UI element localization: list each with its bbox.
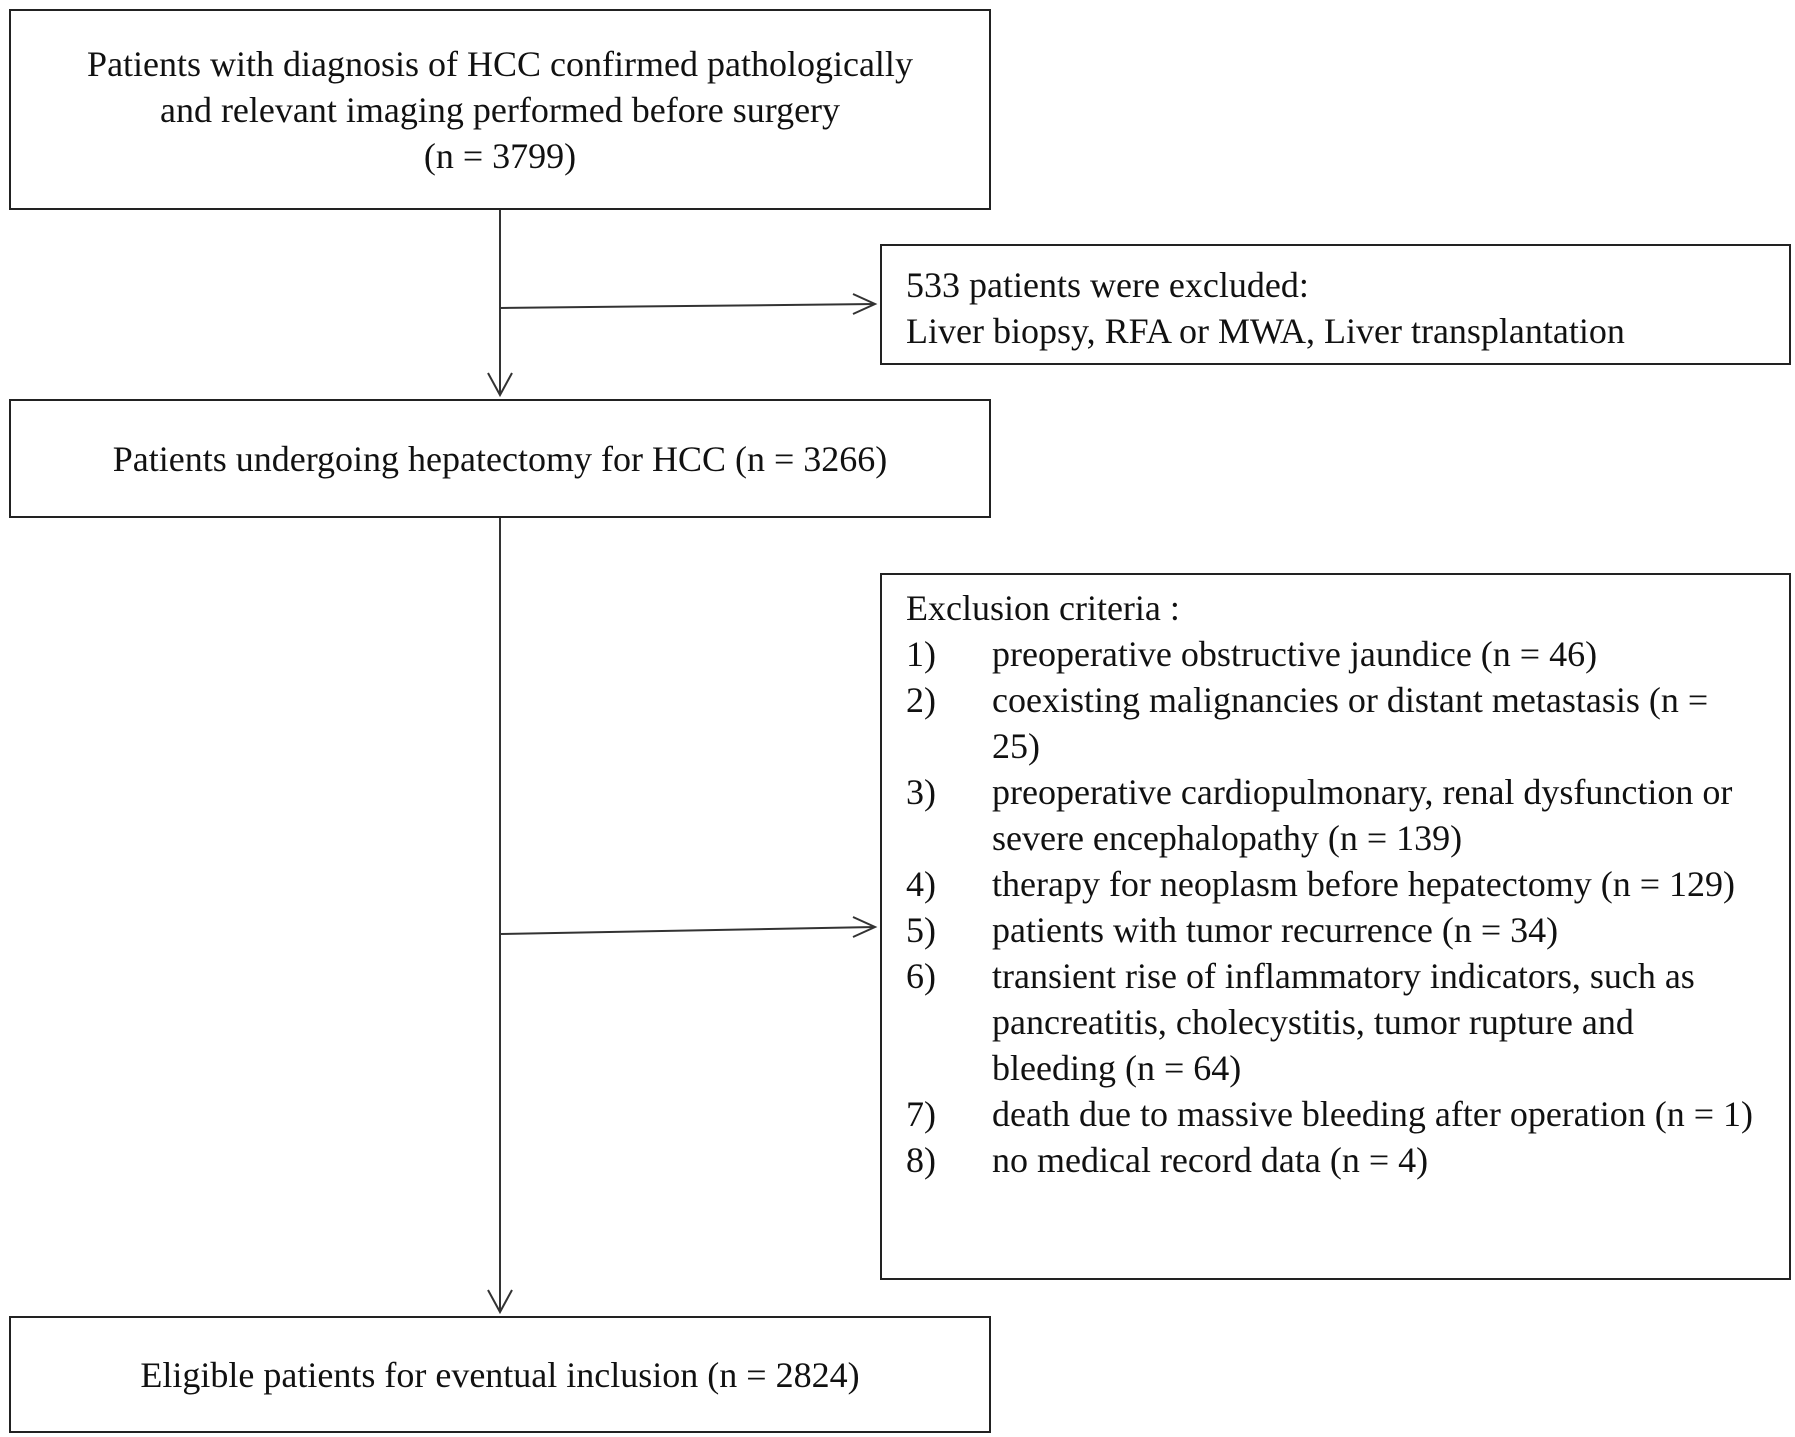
arrowhead-criteria	[852, 916, 878, 938]
exclusion-criteria-item: 7) death due to massive bleeding after o…	[906, 1091, 1765, 1137]
criteria-item-text: death due to massive bleeding after oper…	[992, 1094, 1754, 1134]
box-hcc-patients: Patients with diagnosis of HCC confirmed…	[9, 9, 991, 210]
criteria-item-number: 8)	[906, 1140, 936, 1180]
exclusion-criteria-item: 3) preoperative cardiopulmonary, renal d…	[906, 769, 1765, 861]
arrowhead-excluded1	[852, 293, 878, 315]
box-exclusion-criteria: Exclusion criteria : 1) preoperative obs…	[880, 573, 1791, 1280]
box-excluded-533: 533 patients were excluded: Liver biopsy…	[880, 244, 1791, 365]
connector-branch-excluded1	[499, 303, 876, 309]
criteria-item-text: coexisting malignancies or distant metas…	[992, 680, 1709, 766]
box-hepatectomy: Patients undergoing hepatectomy for HCC …	[9, 399, 991, 518]
box-hepatectomy-text: Patients undergoing hepatectomy for HCC …	[112, 438, 888, 479]
exclusion-criteria-list: 1) preoperative obstructive jaundice (n …	[906, 631, 1765, 1183]
exclusion-criteria-item: 2) coexisting malignancies or distant me…	[906, 677, 1765, 769]
criteria-item-text: patients with tumor recurrence (n = 34)	[992, 910, 1559, 950]
criteria-item-number: 2)	[906, 680, 936, 720]
box-excluded-title: 533 patients were excluded:	[906, 265, 1309, 305]
criteria-item-number: 7)	[906, 1094, 936, 1134]
criteria-item-text: preoperative cardiopulmonary, renal dysf…	[992, 772, 1733, 858]
exclusion-criteria-header: Exclusion criteria :	[906, 588, 1180, 628]
box-excluded-reasons: Liver biopsy, RFA or MWA, Liver transpla…	[906, 311, 1625, 351]
exclusion-criteria-item: 8) no medical record data (n = 4)	[906, 1137, 1765, 1183]
box-eligible-patients: Eligible patients for eventual inclusion…	[9, 1316, 991, 1433]
criteria-item-text: preoperative obstructive jaundice (n = 4…	[992, 634, 1598, 674]
criteria-item-text: therapy for neoplasm before hepatectomy …	[992, 864, 1736, 904]
box-hcc-patients-line2: and relevant imaging performed before su…	[159, 89, 841, 130]
criteria-item-number: 6)	[906, 956, 936, 996]
criteria-item-text: transient rise of inflammatory indicator…	[992, 956, 1695, 1088]
box-hcc-patients-line1: Patients with diagnosis of HCC confirmed…	[87, 43, 913, 84]
exclusion-criteria-item: 1) preoperative obstructive jaundice (n …	[906, 631, 1765, 677]
criteria-item-number: 4)	[906, 864, 936, 904]
criteria-item-number: 3)	[906, 772, 936, 812]
connector-branch-criteria	[499, 926, 876, 935]
criteria-item-text: no medical record data (n = 4)	[992, 1140, 1429, 1180]
box-eligible-patients-text: Eligible patients for eventual inclusion…	[140, 1354, 860, 1395]
exclusion-criteria-item: 5) patients with tumor recurrence (n = 3…	[906, 907, 1765, 953]
arrowhead-final	[487, 1289, 513, 1315]
criteria-item-number: 5)	[906, 910, 936, 950]
box-hcc-patients-count: (n = 3799)	[423, 135, 577, 176]
exclusion-criteria-item: 4) therapy for neoplasm before hepatecto…	[906, 861, 1765, 907]
arrowhead-hepatectomy	[487, 372, 513, 398]
criteria-item-number: 1)	[906, 634, 936, 674]
exclusion-criteria-item: 6) transient rise of inflammatory indica…	[906, 953, 1765, 1091]
